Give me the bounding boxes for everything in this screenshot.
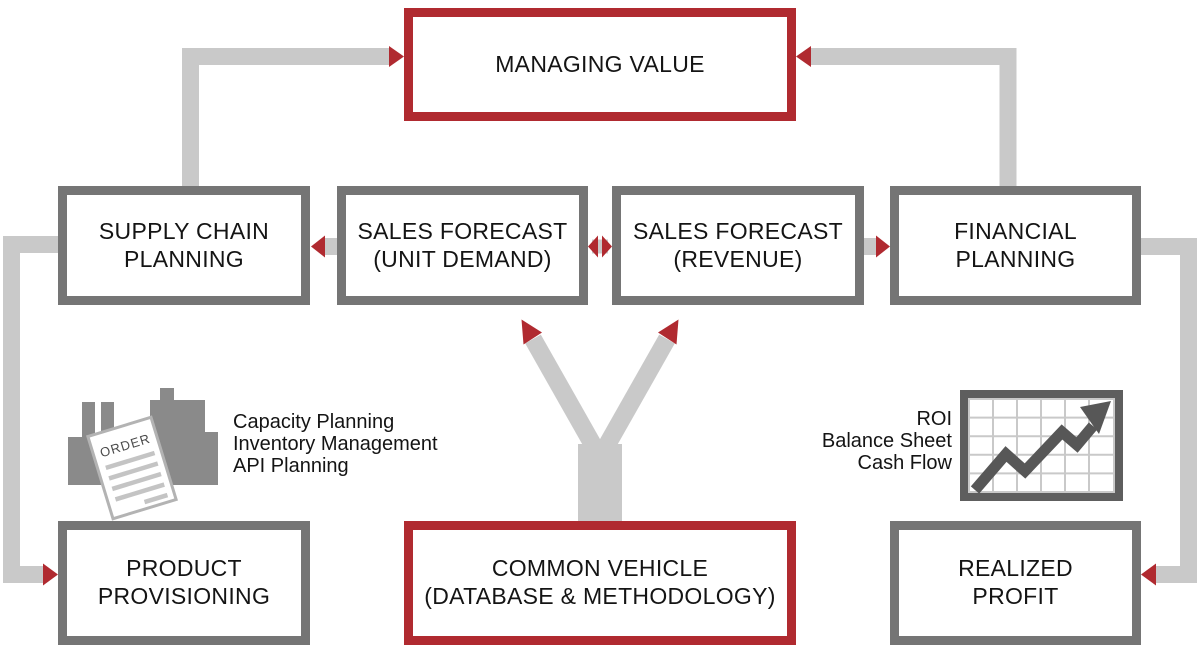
arrowheads: [43, 46, 1156, 586]
arrowhead-into-realized: [1141, 563, 1156, 586]
connector-financial-to-realized: [1141, 238, 1197, 583]
annotation-line: Capacity Planning: [233, 411, 395, 433]
annotation-line: Balance Sheet: [821, 430, 952, 452]
box-financial-planning: FINANCIAL PLANNING: [890, 186, 1141, 305]
arrowhead-into-managing-left: [389, 46, 404, 67]
box-realized-profit: REALIZED PROFIT: [890, 521, 1141, 645]
connector-common-vehicle-y: [525, 334, 675, 521]
box-managing-value: MANAGING VALUE: [404, 8, 796, 121]
arrowhead-into-financial: [876, 235, 890, 258]
annotation-line: API Planning: [233, 455, 349, 477]
arrowhead-y-right: [658, 319, 679, 345]
factory-order-icon: ORDER: [68, 388, 218, 521]
arrowhead-into-product: [43, 563, 58, 586]
annotation-line: ROI: [916, 408, 952, 430]
arrowhead-into-supply: [311, 235, 325, 258]
box-sales-forecast-revenue: SALES FORECAST (REVENUE): [612, 186, 864, 305]
box-sales-forecast-unit-demand: SALES FORECAST (UNIT DEMAND): [337, 186, 588, 305]
annotation-line: Cash Flow: [857, 452, 952, 474]
box-supply-chain-planning: SUPPLY CHAIN PLANNING: [58, 186, 310, 305]
arrowhead-y-left: [521, 319, 542, 345]
finance-side-annotation: ROI Balance Sheet Cash Flow: [822, 408, 952, 474]
connector-financial-to-managing: [811, 48, 1017, 192]
arrowhead-into-revenue: [602, 235, 612, 258]
supply-side-annotation: Capacity Planning Inventory Management A…: [233, 411, 438, 477]
arrowhead-into-managing-right: [796, 46, 811, 67]
connector-supply-to-product: [3, 236, 58, 583]
annotation-line: Inventory Management: [233, 433, 438, 455]
box-product-provisioning: PRODUCT PROVISIONING: [58, 521, 310, 645]
arrowhead-into-unit: [588, 235, 598, 258]
box-common-vehicle: COMMON VEHICLE (DATABASE & METHODOLOGY): [404, 521, 796, 645]
connector-supply-to-managing: [182, 48, 389, 192]
growth-chart-icon: [960, 390, 1123, 501]
